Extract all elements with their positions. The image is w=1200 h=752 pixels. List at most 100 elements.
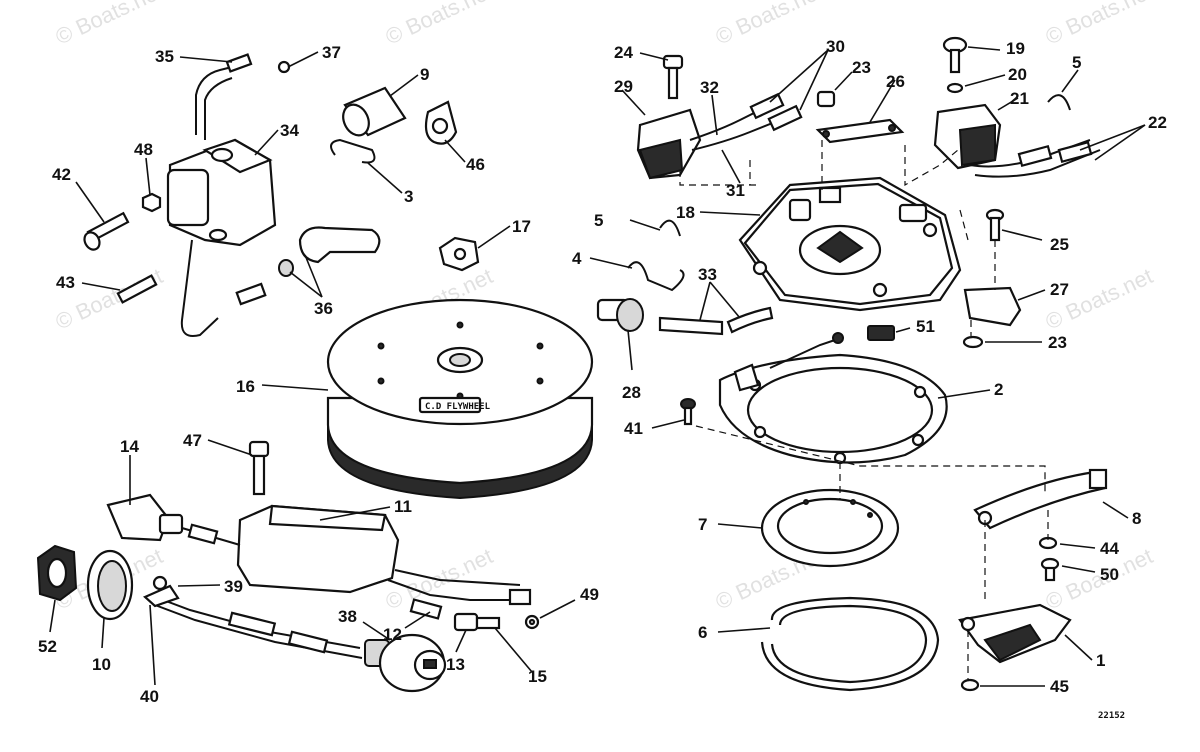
- callout-25: 25: [1050, 235, 1069, 254]
- nut-48: [141, 192, 162, 213]
- ring-6: [760, 596, 940, 692]
- callout-43: 43: [56, 273, 75, 292]
- screw-45: [960, 678, 980, 692]
- callout-37: 37: [322, 43, 341, 62]
- callout-31: 31: [726, 181, 745, 200]
- callout-38: 38: [338, 607, 357, 626]
- callout-49: 49: [580, 585, 599, 604]
- callout-11: 11: [394, 497, 412, 516]
- callout-17: 17: [512, 217, 531, 236]
- screw-50: [1040, 557, 1060, 582]
- plate-27: [963, 286, 1022, 327]
- callout-26: 26: [886, 72, 905, 91]
- callout-29: 29: [614, 77, 633, 96]
- flywheel-label: C.D FLYWHEEL: [425, 402, 491, 412]
- callout-30: 30: [826, 37, 845, 56]
- callout-44: 44: [1100, 539, 1119, 558]
- clip-5-left: [659, 219, 681, 237]
- callout-45: 45: [1050, 677, 1069, 696]
- retainer-plate-2: [718, 332, 948, 465]
- callout-40: 40: [140, 687, 159, 706]
- callout-23-top: 23: [852, 58, 871, 77]
- sensor-21: [933, 103, 1101, 178]
- throttle-arm-1: [958, 603, 1072, 664]
- key-switch-38: [364, 633, 447, 693]
- callout-32: 32: [700, 78, 719, 97]
- callout-48: 48: [134, 140, 153, 159]
- spark-plug-boot-9: [342, 86, 407, 137]
- callout-18: 18: [676, 203, 695, 222]
- spring-3: [330, 138, 376, 164]
- callout-5-top: 5: [1072, 53, 1081, 72]
- callout-1: 1: [1096, 651, 1105, 670]
- watermark: © Boats.net: [712, 0, 827, 50]
- callout-50: 50: [1100, 565, 1119, 584]
- spring-4: [627, 261, 685, 292]
- leader-lines: [49, 46, 1146, 687]
- callout-24: 24: [614, 43, 633, 62]
- ignition-coil: [166, 53, 291, 337]
- callout-12: 12: [383, 625, 402, 644]
- callout-52: 52: [38, 637, 57, 656]
- bracket-26: [815, 118, 905, 144]
- callout-46: 46: [466, 155, 485, 174]
- callout-47: 47: [183, 431, 202, 450]
- callout-21: 21: [1010, 89, 1029, 108]
- screw-23-bottom: [962, 335, 984, 349]
- callout-2: 2: [994, 380, 1003, 399]
- callouts: 35 37 9 46 3 34 48 42 43 36 17 16 47 11 …: [38, 37, 1167, 706]
- callout-39: 39: [224, 577, 243, 596]
- block-51: [867, 325, 895, 341]
- nut-17: [438, 236, 480, 272]
- screw-43: [116, 274, 158, 304]
- screw-24: [662, 54, 684, 100]
- callout-3: 3: [404, 187, 413, 206]
- sensor-29: [636, 92, 803, 180]
- callout-10: 10: [92, 655, 111, 674]
- callout-9: 9: [420, 65, 429, 84]
- alignment-lines: [679, 140, 1049, 680]
- callout-51: 51: [916, 317, 935, 336]
- bolt-47: [248, 440, 270, 496]
- callout-19: 19: [1006, 39, 1025, 58]
- ring-7: [760, 488, 900, 568]
- callout-7: 7: [698, 515, 707, 534]
- callout-4: 4: [572, 249, 582, 268]
- screw-42: [83, 211, 130, 251]
- harness-38-39-40: [142, 575, 363, 659]
- washer-20: [946, 82, 964, 94]
- callout-36: 36: [314, 299, 333, 318]
- callout-20: 20: [1008, 65, 1027, 84]
- watermark: © Boats.net: [52, 0, 167, 50]
- callout-22: 22: [1148, 113, 1167, 132]
- stator-plate: [738, 176, 962, 312]
- callout-5-mid: 5: [594, 211, 603, 230]
- connector-14: [106, 493, 241, 546]
- callout-8: 8: [1132, 509, 1141, 528]
- callout-34: 34: [280, 121, 299, 140]
- clip-46: [424, 100, 458, 145]
- screw-19: [942, 36, 968, 74]
- flywheel: C.D FLYWHEEL: [326, 298, 594, 500]
- nut-52: [36, 544, 78, 602]
- callout-23-bottom: 23: [1048, 333, 1067, 352]
- callout-41: 41: [624, 419, 643, 438]
- screw-23-top: [816, 90, 836, 108]
- tube-33: [658, 306, 774, 336]
- watermark: © Boats.net: [1042, 0, 1157, 50]
- link-arm-8: [973, 468, 1108, 530]
- callout-16: 16: [236, 377, 255, 396]
- callout-35: 35: [155, 47, 174, 66]
- callout-33: 33: [698, 265, 717, 284]
- screw-25: [985, 208, 1005, 242]
- ring-10: [86, 549, 134, 621]
- callout-14: 14: [120, 437, 139, 456]
- hose-36: [235, 226, 381, 306]
- callout-13: 13: [446, 655, 465, 674]
- grommet-28: [596, 298, 644, 332]
- screw-41: [680, 398, 696, 426]
- callout-15: 15: [528, 667, 547, 686]
- callout-6: 6: [698, 623, 707, 642]
- watermark: © Boats.net: [382, 0, 497, 50]
